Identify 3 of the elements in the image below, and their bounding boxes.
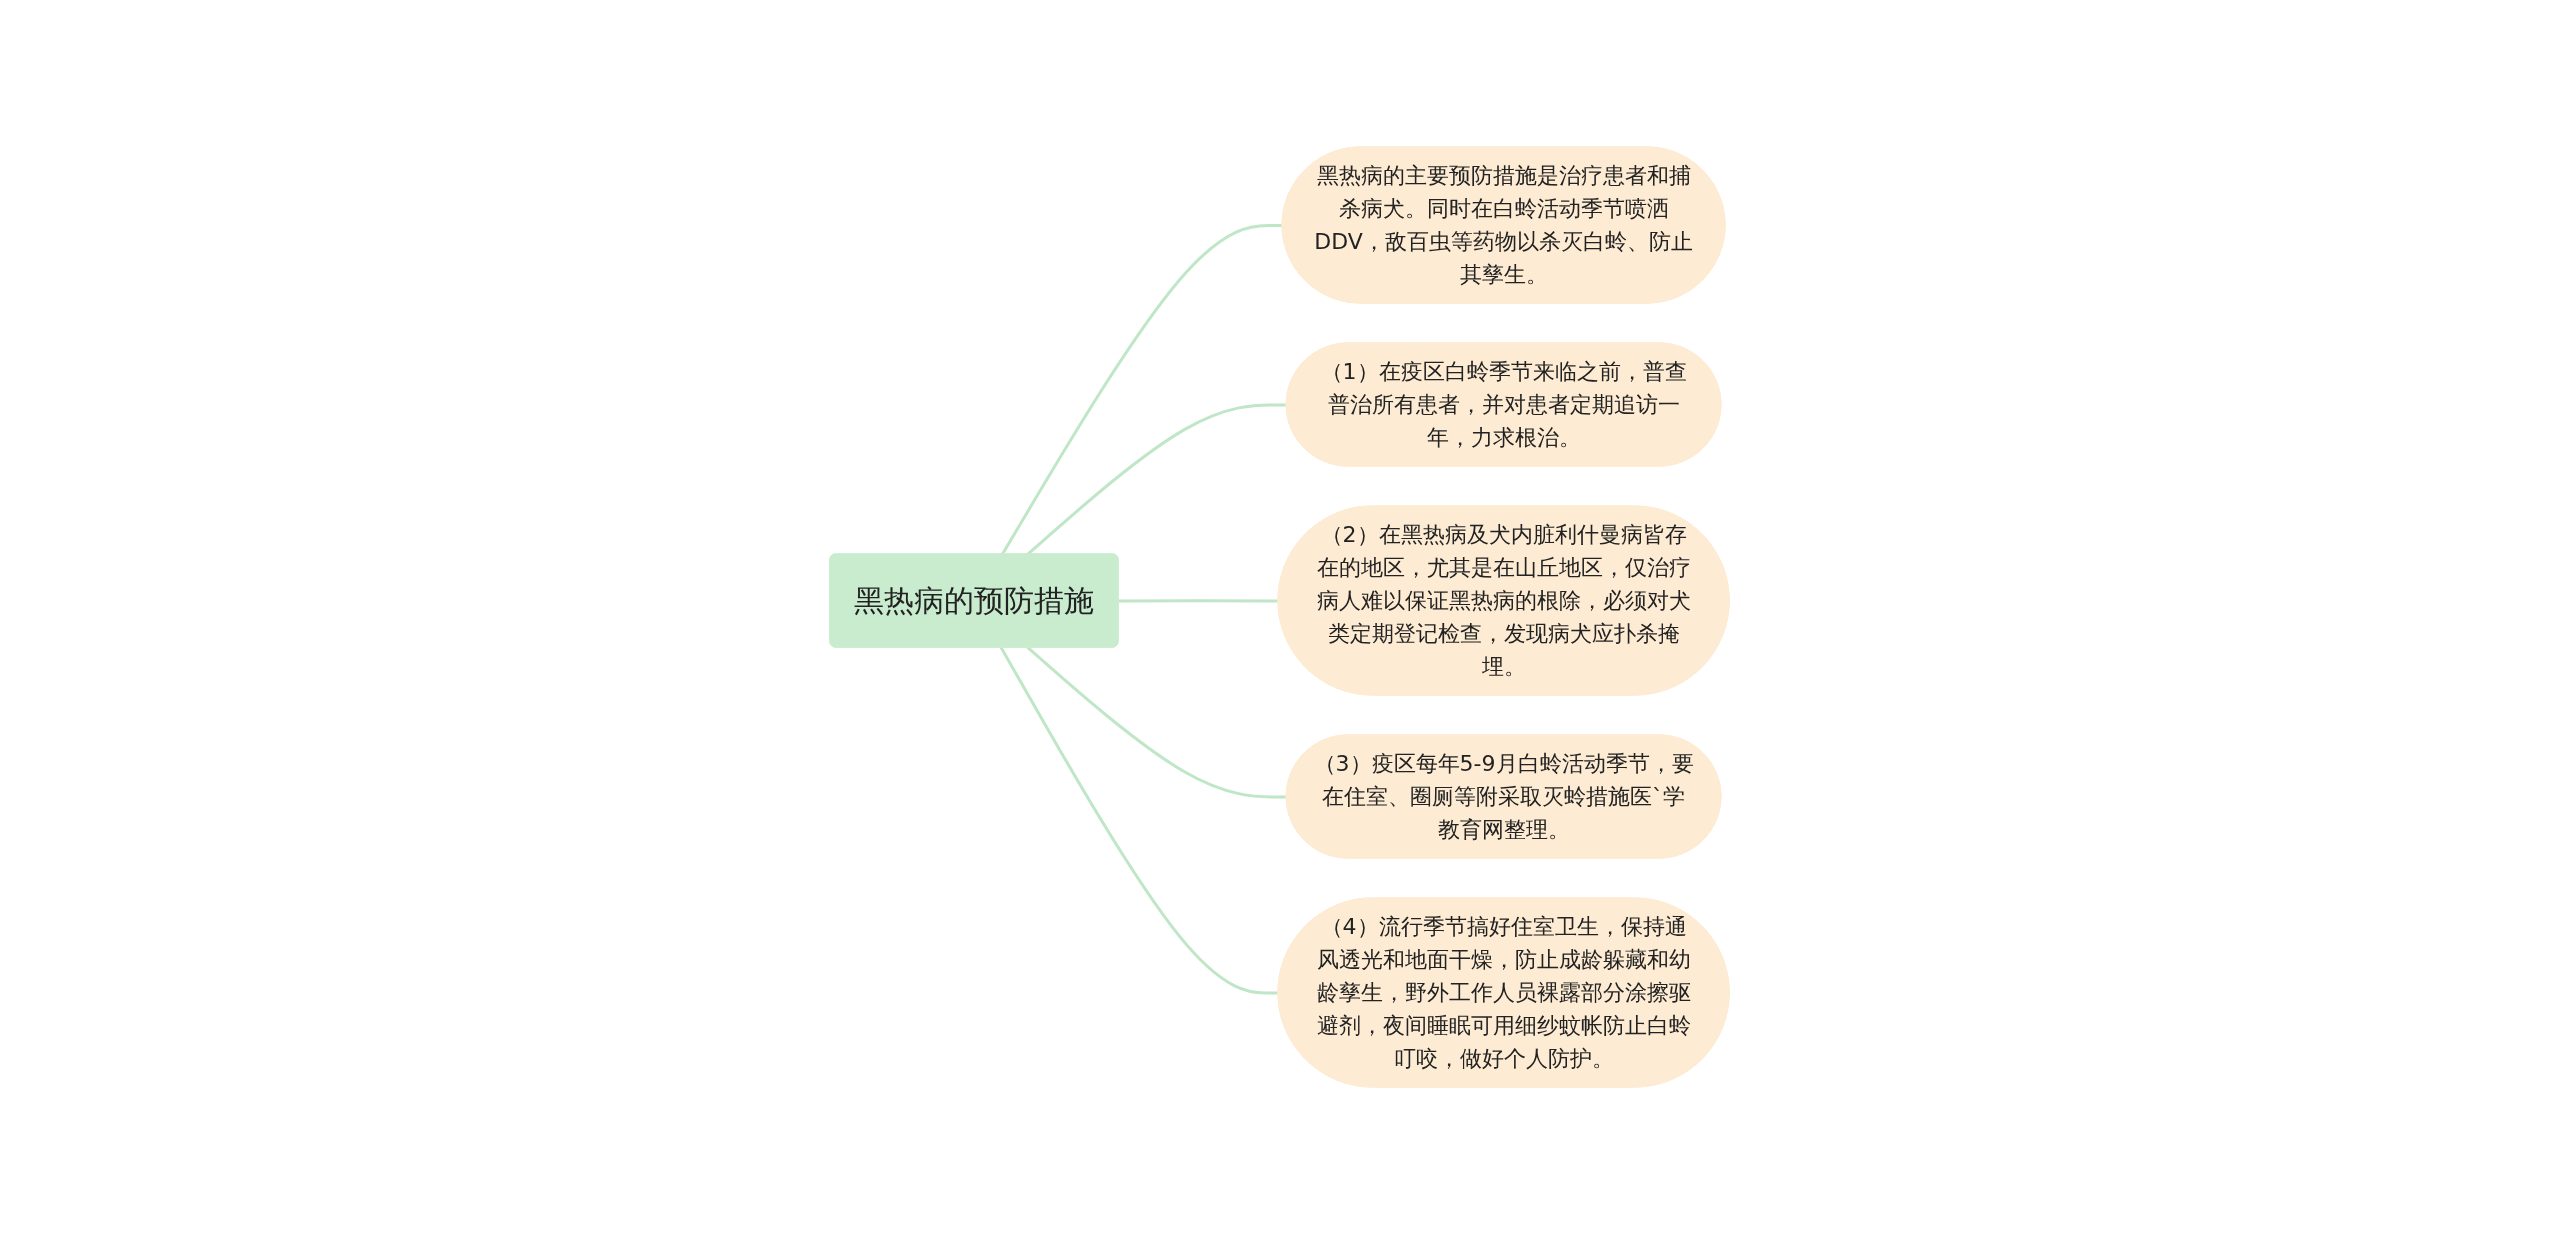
connector xyxy=(1000,646,1279,995)
connector xyxy=(1118,599,1279,603)
connector xyxy=(1027,646,1288,799)
